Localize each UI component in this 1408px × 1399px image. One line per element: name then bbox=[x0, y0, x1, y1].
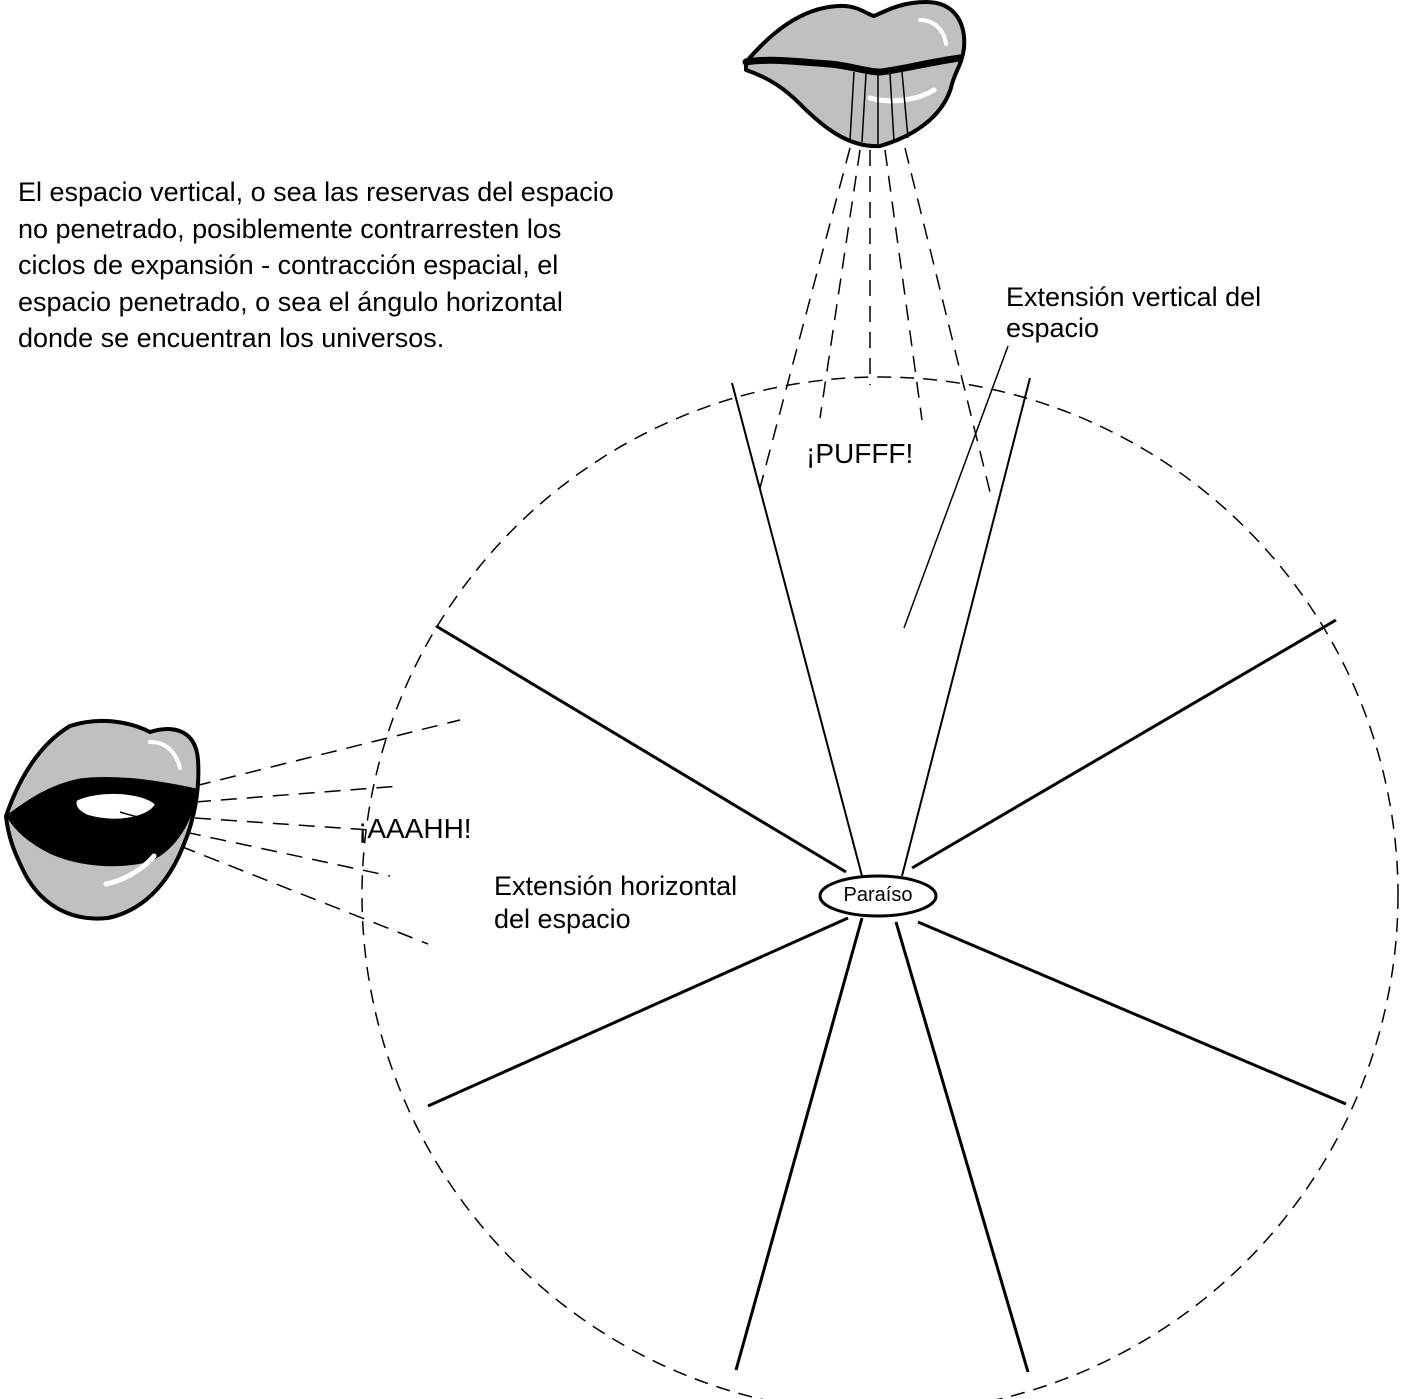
description-text: El espacio vertical, o sea las reservas … bbox=[18, 174, 614, 357]
spoke-upper-left bbox=[435, 624, 847, 874]
horizontal-extension-label-line: Extensión horizontal bbox=[494, 871, 738, 901]
closed-lips-blowing-icon bbox=[742, 0, 967, 149]
vertical-extension-wedge bbox=[731, 377, 1031, 877]
vertical-extension-label: Extensión vertical del espacio bbox=[1006, 282, 1261, 344]
vertical-label-leader bbox=[903, 345, 1009, 629]
spoke-bottom-left bbox=[734, 917, 864, 1371]
pufff-breath-lines bbox=[759, 147, 993, 501]
aaahh-shout-lines bbox=[179, 719, 461, 945]
description-line: ciclos de expansión - contracción espaci… bbox=[18, 250, 559, 280]
pufff-sound-label: ¡PUFFF! bbox=[806, 438, 914, 469]
vertical-extension-label-line: Extensión vertical del bbox=[1006, 282, 1262, 312]
horizontal-extension-label: Extensión horizontal del espacio bbox=[494, 870, 737, 936]
spoke-bottom-right bbox=[894, 921, 1030, 1373]
horizontal-spokes bbox=[427, 618, 1347, 1373]
spoke-lower-right bbox=[917, 920, 1347, 1106]
spoke-lower-left bbox=[427, 916, 849, 1108]
paraiso-ellipse bbox=[818, 874, 938, 918]
description-line: donde se encuentran los universos. bbox=[18, 323, 445, 353]
aaahh-sound-label: ¡AAAHH! bbox=[358, 813, 472, 844]
space-boundary-circle bbox=[361, 376, 1399, 1399]
description-line: El espacio vertical, o sea las reservas … bbox=[18, 177, 614, 207]
horizontal-extension-label-line: del espacio bbox=[494, 904, 631, 934]
vertical-extension-label-line: espacio bbox=[1006, 313, 1100, 343]
description-line: espacio penetrado, o sea el ángulo horiz… bbox=[18, 286, 563, 317]
spoke-upper-right bbox=[911, 618, 1337, 870]
description-line: no penetrado, posiblemente contrarresten… bbox=[18, 213, 562, 244]
open-mouth-shouting-icon bbox=[4, 718, 201, 921]
paraiso-label: Paraíso bbox=[843, 884, 913, 906]
